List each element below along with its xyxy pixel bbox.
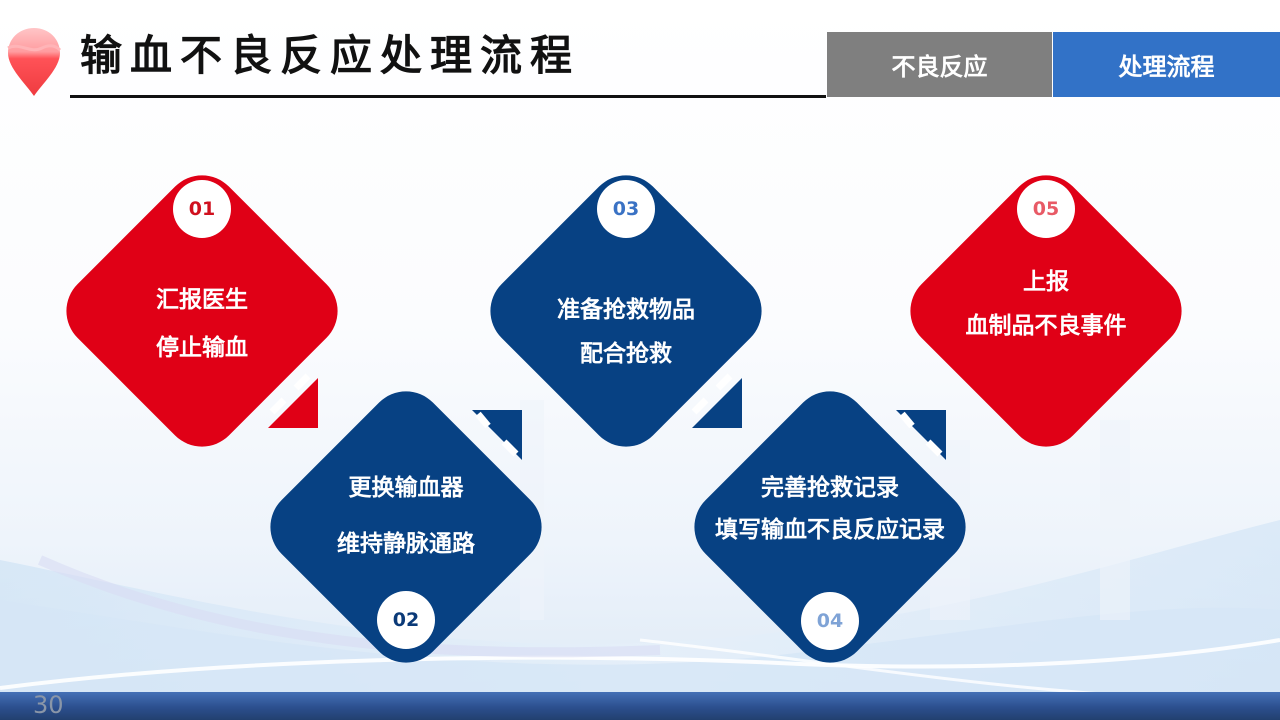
step-number-badge: 02 xyxy=(377,591,435,649)
step-number-badge: 04 xyxy=(801,592,859,650)
step-text-line1: 上报 xyxy=(1023,269,1069,295)
tab-process-flow[interactable]: 处理流程 xyxy=(1053,32,1280,97)
step-01-card: 01 汇报医生 停止输血 xyxy=(50,159,354,463)
step-text-line1: 汇报医生 xyxy=(156,287,248,313)
step-text-line2: 血制品不良事件 xyxy=(965,313,1127,339)
step-number-badge: 05 xyxy=(1017,180,1075,238)
step-text-line2: 停止输血 xyxy=(156,335,248,361)
step-04-card: 完善抢救记录 填写输血不良反应记录 04 xyxy=(678,375,982,679)
map-pin-icon xyxy=(7,28,62,96)
arrow-2-to-3-icon xyxy=(464,402,528,466)
tab-adverse-reaction[interactable]: 不良反应 xyxy=(827,32,1053,97)
step-number-badge: 03 xyxy=(597,180,655,238)
step-text-line2: 填写输血不良反应记录 xyxy=(715,517,945,543)
title-underline xyxy=(70,95,826,98)
step-05-card: 05 上报 血制品不良事件 xyxy=(894,159,1198,463)
arrow-1-to-2-icon xyxy=(262,370,326,434)
step-text-line1: 准备抢救物品 xyxy=(557,297,695,323)
step-02-card: 更换输血器 维持静脉通路 02 xyxy=(254,375,558,679)
footer-bar xyxy=(0,692,1280,720)
step-number-badge: 01 xyxy=(173,180,231,238)
arrow-4-to-5-icon xyxy=(888,402,952,466)
page-number: 30 xyxy=(33,691,64,719)
page-title: 输血不良反应处理流程 xyxy=(80,31,581,80)
step-text-line1: 完善抢救记录 xyxy=(761,475,899,501)
section-tabs: 不良反应 处理流程 xyxy=(827,32,1280,97)
step-text-line2: 配合抢救 xyxy=(580,341,672,367)
step-text-line2: 维持静脉通路 xyxy=(337,531,475,557)
arrow-3-to-4-icon xyxy=(684,370,748,434)
step-03-card: 03 准备抢救物品 配合抢救 xyxy=(474,159,778,463)
step-text-line1: 更换输血器 xyxy=(348,475,464,501)
